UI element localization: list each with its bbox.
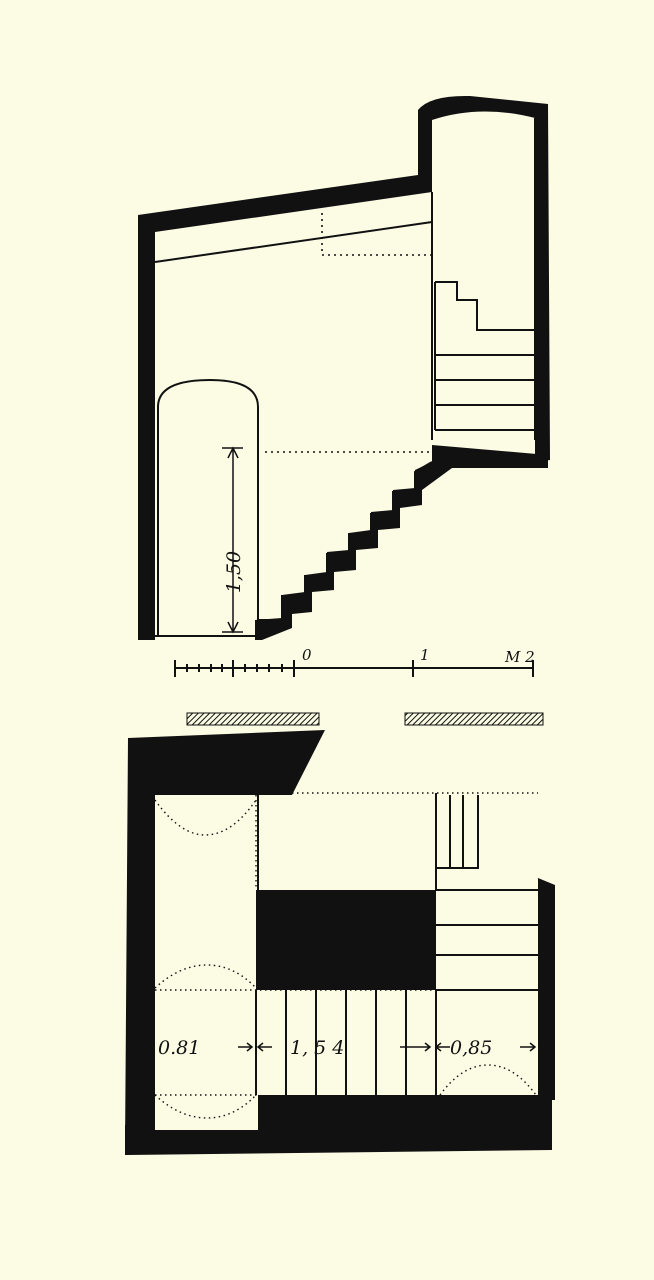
scale-bar: 0 1 M 2 bbox=[174, 646, 535, 677]
plan-lower-steps bbox=[255, 990, 437, 1095]
scale-tick-0: 0 bbox=[302, 646, 312, 664]
section-drawing: 1,50 bbox=[138, 95, 550, 640]
plan-cut-hatch-left bbox=[186, 712, 320, 726]
plan-cut-hatch-right bbox=[404, 712, 544, 726]
section-ceiling-line bbox=[154, 221, 433, 263]
plan-dimension-middle: 1, 5 4 bbox=[290, 1037, 344, 1059]
section-stair-wall bbox=[255, 445, 548, 640]
plan-wall-bottom bbox=[125, 1095, 552, 1155]
section-tower-arch bbox=[431, 118, 536, 440]
section-stair-treads bbox=[258, 461, 433, 621]
plan-door-swing-left bbox=[154, 964, 257, 1119]
plan-lower-dashed bbox=[155, 989, 538, 1096]
plan-wall-right bbox=[538, 878, 555, 1100]
section-upper-stairs bbox=[434, 281, 535, 431]
section-doorway-arch bbox=[157, 378, 259, 635]
plan-door-swing-top bbox=[154, 799, 257, 836]
plan-door-swing-right bbox=[439, 1064, 537, 1096]
plan-core-block bbox=[256, 890, 436, 990]
height-dimension-line bbox=[222, 446, 243, 634]
plan-drawing: 0.81 1, 5 4 0,85 bbox=[125, 712, 555, 1155]
section-beam-dashed bbox=[321, 213, 432, 256]
plan-wall-top-left bbox=[125, 730, 325, 1150]
plan-upper-flight bbox=[435, 795, 479, 869]
plan-dimension-left: 0.81 bbox=[158, 1037, 200, 1059]
plan-right-treads bbox=[436, 889, 538, 991]
scale-bar-line bbox=[174, 660, 534, 677]
scale-tick-1: 1 bbox=[420, 646, 430, 664]
scale-unit-2: M 2 bbox=[504, 648, 535, 666]
plan-dimension-right: 0,85 bbox=[450, 1037, 492, 1059]
height-dimension-label: 1,50 bbox=[223, 551, 245, 593]
plan-dimension-arrows bbox=[238, 1042, 537, 1052]
plan-corridor-lines bbox=[257, 793, 437, 890]
